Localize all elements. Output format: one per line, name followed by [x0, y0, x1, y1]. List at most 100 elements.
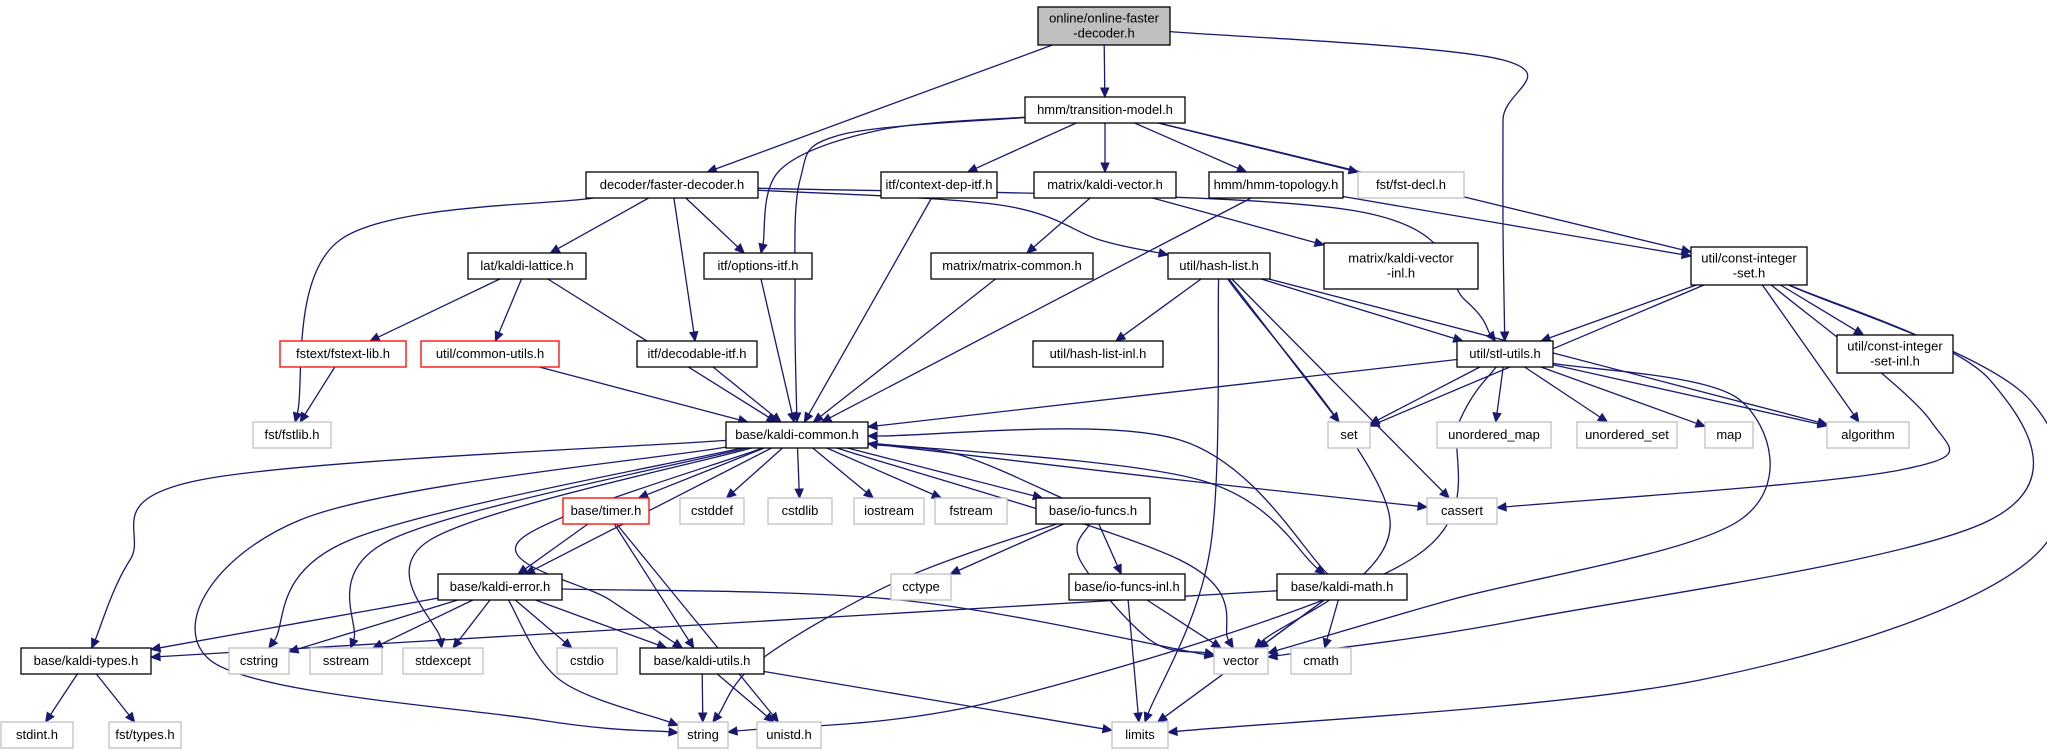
file-node-n0[interactable]: online/online-faster-decoder.h — [1037, 6, 1171, 46]
include-edge-n20-to-n47 — [194, 446, 727, 737]
file-node-n18[interactable]: util/const-integer-set-inl.h — [1836, 334, 1954, 374]
node-box — [1167, 252, 1271, 280]
node-label: -set.h — [1733, 266, 1766, 281]
edge-arrowhead — [966, 163, 979, 173]
file-node-n2[interactable]: decoder/faster-decoder.h — [585, 171, 759, 199]
file-node-n37[interactable]: base/kaldi-types.h — [20, 647, 152, 675]
node-box — [679, 497, 745, 525]
include-edge-n5-to-n20 — [820, 197, 1252, 423]
include-edge-n33-to-n38 — [287, 599, 458, 654]
include-edge-n20-to-n43 — [836, 447, 1234, 650]
file-node-n33[interactable]: base/kaldi-error.h — [437, 573, 563, 601]
edge-arrowhead — [91, 637, 100, 650]
edge-line — [498, 278, 523, 333]
edge-line — [616, 523, 774, 716]
edge-arrowhead — [1266, 645, 1279, 656]
node-label: cassert — [1441, 503, 1483, 518]
edge-line — [457, 599, 491, 642]
include-edge-n14-to-n20 — [539, 366, 749, 425]
edge-line — [507, 599, 670, 723]
file-node-n15[interactable]: itf/decodable-itf.h — [636, 340, 758, 368]
node-label: online/online-faster — [1049, 11, 1160, 26]
include-edge-n20-to-n32 — [867, 442, 1429, 511]
edge-line — [380, 599, 474, 645]
node-label: lat/kaldi-lattice.h — [480, 258, 573, 273]
file-node-n26[interactable]: base/timer.h — [562, 497, 650, 525]
edge-line — [736, 366, 1497, 732]
include-edge-n31-to-n35 — [1098, 523, 1122, 576]
file-node-n17[interactable]: util/stl-utils.h — [1456, 340, 1554, 368]
include-edge-n20-to-n36 — [867, 442, 1326, 575]
include-edge-n2-to-n15 — [673, 197, 699, 343]
file-node-n10[interactable]: util/hash-list.h — [1167, 252, 1271, 280]
edge-arrowhead — [1101, 723, 1114, 734]
include-edge-n17-to-n20 — [866, 358, 1458, 431]
edge-line — [50, 673, 78, 715]
edge-line — [1227, 278, 1391, 643]
edge-line — [159, 597, 439, 649]
file-node-n32: cassert — [1426, 497, 1498, 525]
edge-arrowhead — [268, 637, 279, 649]
edge-line — [408, 447, 752, 640]
node-box — [1290, 647, 1352, 675]
node-box — [20, 647, 152, 675]
include-edge-n10-to-n32 — [1231, 278, 1450, 499]
edge-arrowhead — [1224, 637, 1234, 650]
file-node-n35[interactable]: base/io-funcs-inl.h — [1068, 573, 1186, 601]
file-node-n20[interactable]: base/kaldi-common.h — [725, 421, 869, 449]
node-label: base/kaldi-math.h — [1291, 579, 1394, 594]
edge-line — [1231, 278, 1444, 493]
edge-arrowhead — [1322, 637, 1332, 650]
node-box — [556, 647, 618, 675]
include-edge-n20-to-n27 — [725, 447, 783, 499]
edge-line — [876, 358, 1458, 427]
edge-line — [829, 197, 1252, 419]
include-edge-n36-to-n44 — [1322, 599, 1339, 650]
file-node-n14[interactable]: util/common-utils.h — [420, 340, 560, 368]
file-node-n12[interactable]: util/const-integer-set.h — [1690, 246, 1808, 286]
edge-line — [1326, 599, 1339, 640]
include-edge-n9-to-n20 — [812, 278, 996, 423]
include-edge-n0-to-n2 — [706, 44, 1053, 174]
node-label: base/io-funcs-inl.h — [1074, 579, 1180, 594]
file-node-n30: fstream — [934, 497, 1008, 525]
node-label: fstream — [949, 503, 992, 518]
node-box — [725, 421, 869, 449]
node-label: util/const-integer — [1701, 251, 1797, 266]
edge-arrowhead — [770, 412, 782, 423]
edge-arrowhead — [1596, 412, 1609, 423]
file-node-n9[interactable]: matrix/matrix-common.h — [930, 252, 1094, 280]
include-edge-n20-to-n28 — [794, 447, 804, 500]
node-box — [767, 497, 833, 525]
edge-arrowhead — [734, 243, 746, 254]
edge-line — [867, 442, 1318, 570]
file-node-n7[interactable]: lat/kaldi-lattice.h — [467, 252, 587, 280]
file-node-n31[interactable]: base/io-funcs.h — [1035, 497, 1151, 525]
file-node-n42[interactable]: base/kaldi-utils.h — [639, 647, 765, 675]
edge-line — [525, 523, 589, 570]
node-box — [1576, 421, 1678, 449]
edge-arrowhead — [124, 711, 136, 723]
file-node-n16[interactable]: util/hash-list-inl.h — [1032, 340, 1164, 368]
node-label: fst/types.h — [115, 727, 174, 742]
edge-arrowhead — [1114, 331, 1127, 342]
include-edge-n36-to-n20 — [866, 428, 1329, 575]
file-node-n3[interactable]: itf/context-dep-itf.h — [880, 171, 998, 199]
node-label: util/common-utils.h — [436, 346, 544, 361]
edge-line — [304, 366, 336, 415]
node-label: stdexcept — [415, 653, 471, 668]
file-node-n5[interactable]: hmm/hmm-topology.h — [1208, 171, 1344, 199]
include-edge-n0-to-n1 — [1099, 44, 1110, 99]
include-edge-n26-to-n42 — [613, 523, 695, 650]
file-node-n13[interactable]: fstext/fstext-lib.h — [279, 340, 407, 368]
file-node-n4[interactable]: matrix/kaldi-vector.h — [1033, 171, 1177, 199]
edge-arrowhead — [149, 643, 162, 653]
node-label: base/kaldi-types.h — [34, 653, 139, 668]
node-label: matrix/matrix-common.h — [942, 258, 1081, 273]
file-node-n36[interactable]: base/kaldi-math.h — [1276, 573, 1408, 601]
file-node-n8[interactable]: itf/options-itf.h — [703, 252, 813, 280]
node-box — [1033, 171, 1177, 199]
node-box — [1690, 246, 1808, 286]
file-node-n1[interactable]: hmm/transition-model.h — [1024, 96, 1186, 124]
file-node-n11[interactable]: matrix/kaldi-vector-inl.h — [1323, 242, 1479, 290]
